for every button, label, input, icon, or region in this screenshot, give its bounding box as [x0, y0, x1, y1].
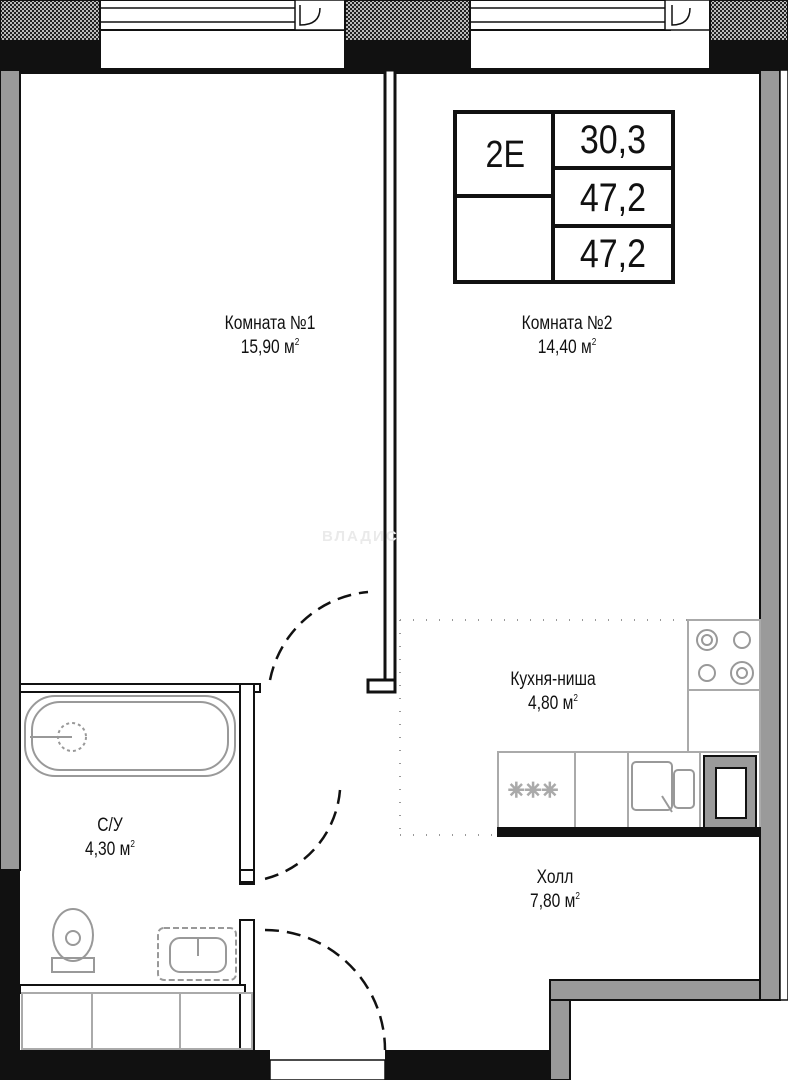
watermark: ВЛАДИС [322, 528, 399, 545]
room-name: Кухня-ниша [510, 669, 596, 690]
bottom-wall [20, 979, 761, 1080]
room-area: 7,80 м2 [530, 890, 580, 912]
room-area: 4,80 м2 [528, 692, 578, 714]
room-name: Комната №1 [224, 313, 316, 334]
room-2-label: Комната №2 14,40 м2 [506, 312, 629, 360]
room-area: 14,40 м2 [537, 336, 597, 358]
apartment-code-text: 2Е [485, 133, 525, 176]
svg-text:✳✳✳: ✳✳✳ [508, 778, 558, 802]
kitchen-label: Кухня-ниша 4,80 м2 [492, 668, 615, 716]
washbasin-icon [157, 927, 237, 981]
apartment-code: 2Е [458, 115, 552, 195]
apartment-legend [453, 110, 675, 284]
living-area-value: 30,3 [579, 117, 647, 162]
bathroom-walls [19, 683, 261, 1051]
lower-cabinets [21, 992, 253, 1050]
legend-value-1: 30,3 [556, 112, 670, 168]
room-name: Холл [536, 867, 574, 888]
hob-icon: ✳✳✳ [507, 777, 559, 803]
room-name: Комната №2 [521, 313, 613, 334]
legend-value-3: 47,2 [556, 227, 670, 282]
room-area: 15,90 м2 [240, 336, 300, 358]
total-area-with-balcony-value: 47,2 [579, 232, 647, 276]
bathroom-label: С/У 4,30 м2 [61, 814, 159, 862]
door-swings [259, 590, 387, 1051]
fridge-icon [703, 755, 757, 829]
right-wall [759, 69, 788, 1001]
toilet-icon [51, 908, 95, 973]
room-1-label: Комната №1 15,90 м2 [209, 312, 332, 360]
sink-icon [631, 761, 695, 813]
stove-icon [696, 629, 754, 685]
total-area-value: 47,2 [579, 175, 647, 220]
hall-label: Холл 7,80 м2 [494, 866, 617, 914]
bathtub-icon [24, 695, 236, 777]
top-wall [0, 0, 788, 74]
room-area: 4,30 м2 [85, 838, 135, 860]
room-name: С/У [97, 815, 123, 836]
room-partition [366, 68, 397, 694]
legend-value-2: 47,2 [556, 170, 670, 226]
left-wall [0, 69, 21, 1080]
